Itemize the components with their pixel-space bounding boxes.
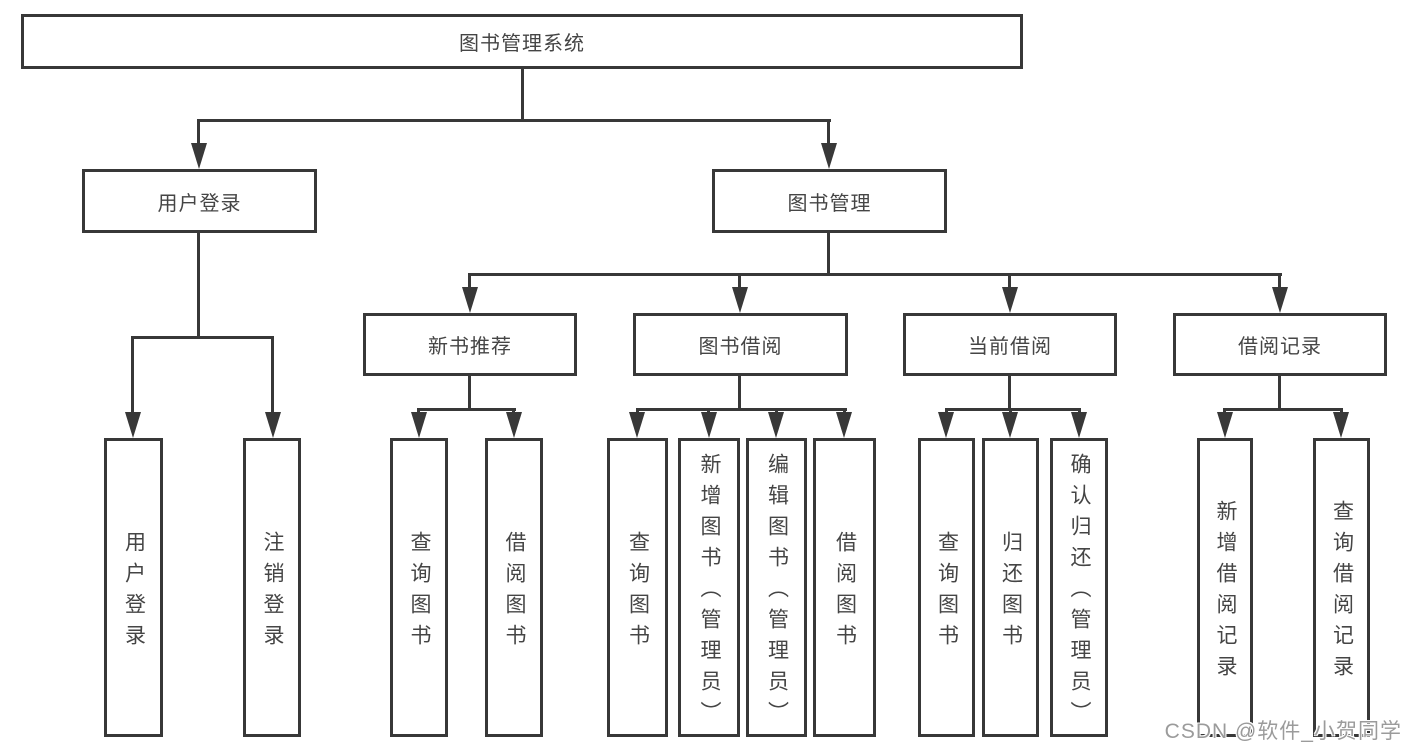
connector-level2-rail	[468, 273, 1282, 276]
connector-drop-leaf-login	[131, 336, 134, 416]
connector-book-borrow-stem	[738, 376, 741, 410]
node-current-borrowing: 当前借阅	[903, 313, 1117, 376]
connector-borrow-records-rail	[1223, 408, 1343, 411]
arrowhead-book-management	[821, 143, 837, 169]
connector-current-borrow-stem	[1008, 376, 1011, 410]
arrowhead-leaf-12	[1333, 412, 1349, 438]
arrowhead-user-login	[191, 143, 207, 169]
arrowhead-leaf-7	[836, 412, 852, 438]
node-leaf-user-login: 用户登录	[104, 438, 163, 737]
arrowhead-leaf-9	[1002, 412, 1018, 438]
node-leaf-return-books: 归还图书	[982, 438, 1039, 737]
node-borrowing-records: 借阅记录	[1173, 313, 1387, 376]
node-leaf-query-books-2-label: 查询图书	[626, 530, 650, 655]
connector-level1-rail	[197, 119, 831, 122]
node-leaf-query-books-1: 查询图书	[390, 438, 448, 737]
connector-drop-user-login	[197, 119, 200, 147]
node-leaf-borrow-books-1-label: 借阅图书	[503, 530, 527, 655]
node-leaf-add-books-admin: 新增图书（管理员）	[678, 438, 740, 737]
connector-drop-new-books	[468, 273, 471, 291]
node-leaf-borrow-books-2-label: 借阅图书	[833, 530, 857, 655]
node-leaf-borrow-books-1: 借阅图书	[485, 438, 543, 737]
arrowhead-leaf-2	[411, 412, 427, 438]
node-leaf-add-books-admin-label: 新增图书（管理员）	[698, 453, 722, 732]
node-leaf-logout: 注销登录	[243, 438, 301, 737]
connector-root-stem	[521, 69, 524, 119]
node-leaf-logout-label: 注销登录	[261, 530, 285, 655]
node-new-book-recommend: 新书推荐	[363, 313, 577, 376]
node-leaf-add-borrow-record-label: 新增借阅记录	[1214, 499, 1238, 686]
arrowhead-leaf-11	[1217, 412, 1233, 438]
arrowhead-leaf-logout	[265, 412, 281, 438]
connector-user-login-rail	[131, 336, 274, 339]
node-leaf-confirm-return-admin: 确认归还（管理员）	[1050, 438, 1108, 737]
arrowhead-leaf-3	[506, 412, 522, 438]
connector-drop-borrow-records	[1278, 273, 1281, 291]
node-leaf-user-login-label: 用户登录	[122, 530, 146, 655]
node-user-login: 用户登录	[82, 169, 317, 233]
connector-book-borrow-rail	[636, 408, 847, 411]
arrowhead-borrow-records	[1272, 287, 1288, 313]
node-leaf-return-books-label: 归还图书	[999, 530, 1023, 655]
node-leaf-add-borrow-record: 新增借阅记录	[1197, 438, 1253, 737]
arrowhead-leaf-8	[938, 412, 954, 438]
connector-user-login-stem	[197, 233, 200, 336]
arrowhead-current-borrow	[1002, 287, 1018, 313]
connector-current-borrow-rail	[945, 408, 1081, 411]
node-leaf-query-books-2: 查询图书	[607, 438, 668, 737]
arrowhead-leaf-login	[125, 412, 141, 438]
arrowhead-leaf-10	[1071, 412, 1087, 438]
connector-borrow-records-stem	[1278, 376, 1281, 410]
connector-drop-book-management	[827, 119, 830, 147]
arrowhead-leaf-6	[768, 412, 784, 438]
node-leaf-query-books-3: 查询图书	[918, 438, 975, 737]
node-library-management-system: 图书管理系统	[21, 14, 1023, 69]
watermark-text: CSDN @软件_小贺同学	[1164, 720, 1402, 743]
node-leaf-query-borrow-record-label: 查询借阅记录	[1330, 499, 1354, 686]
node-book-management: 图书管理	[712, 169, 947, 233]
connector-new-books-stem	[468, 376, 471, 410]
connector-book-mgmt-stem	[827, 233, 830, 273]
arrowhead-leaf-5	[701, 412, 717, 438]
arrowhead-new-books	[462, 287, 478, 313]
connector-drop-leaf-logout	[271, 336, 274, 416]
node-leaf-query-borrow-record: 查询借阅记录	[1313, 438, 1370, 737]
connector-drop-current-borrow	[1008, 273, 1011, 291]
node-leaf-edit-books-admin-label: 编辑图书（管理员）	[765, 453, 789, 732]
node-leaf-query-books-1-label: 查询图书	[408, 530, 432, 655]
arrowhead-book-borrow	[732, 287, 748, 313]
node-leaf-borrow-books-2: 借阅图书	[813, 438, 876, 737]
node-book-borrowing: 图书借阅	[633, 313, 848, 376]
node-leaf-query-books-3-label: 查询图书	[935, 530, 959, 655]
arrowhead-leaf-4	[629, 412, 645, 438]
node-leaf-confirm-return-admin-label: 确认归还（管理员）	[1068, 453, 1092, 732]
connector-new-books-rail	[417, 408, 516, 411]
connector-drop-book-borrow	[738, 273, 741, 291]
node-leaf-edit-books-admin: 编辑图书（管理员）	[746, 438, 807, 737]
